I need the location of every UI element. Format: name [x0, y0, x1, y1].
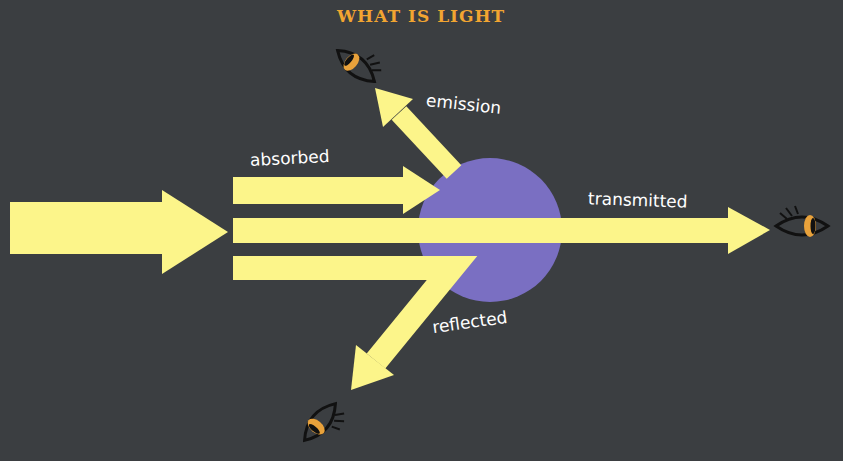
emission-arrow	[399, 113, 454, 172]
title: WHAT IS LIGHT	[337, 6, 505, 26]
eye-symbol	[297, 397, 351, 453]
eye-symbol	[331, 35, 387, 89]
eye-symbol	[776, 206, 828, 237]
incoming-arrow	[10, 202, 165, 254]
transmitted-arrowhead	[728, 207, 770, 254]
emission-arrowhead	[375, 88, 413, 127]
incoming-arrowhead	[162, 190, 228, 274]
title-holder: WHAT IS LIGHT	[337, 6, 505, 26]
light-arrows	[10, 88, 770, 390]
reflected-arrowhead	[351, 345, 394, 390]
label-holder: transmitted	[588, 188, 688, 211]
absorbed-arrowhead	[403, 166, 440, 214]
absorbed-arrow	[233, 177, 405, 204]
arrow-label: transmitted	[588, 188, 688, 211]
transmitted-arrow	[233, 218, 730, 243]
reflected-arrow	[233, 268, 452, 361]
arrow-label: absorbed	[250, 146, 330, 170]
label-holder: absorbed	[250, 146, 330, 170]
